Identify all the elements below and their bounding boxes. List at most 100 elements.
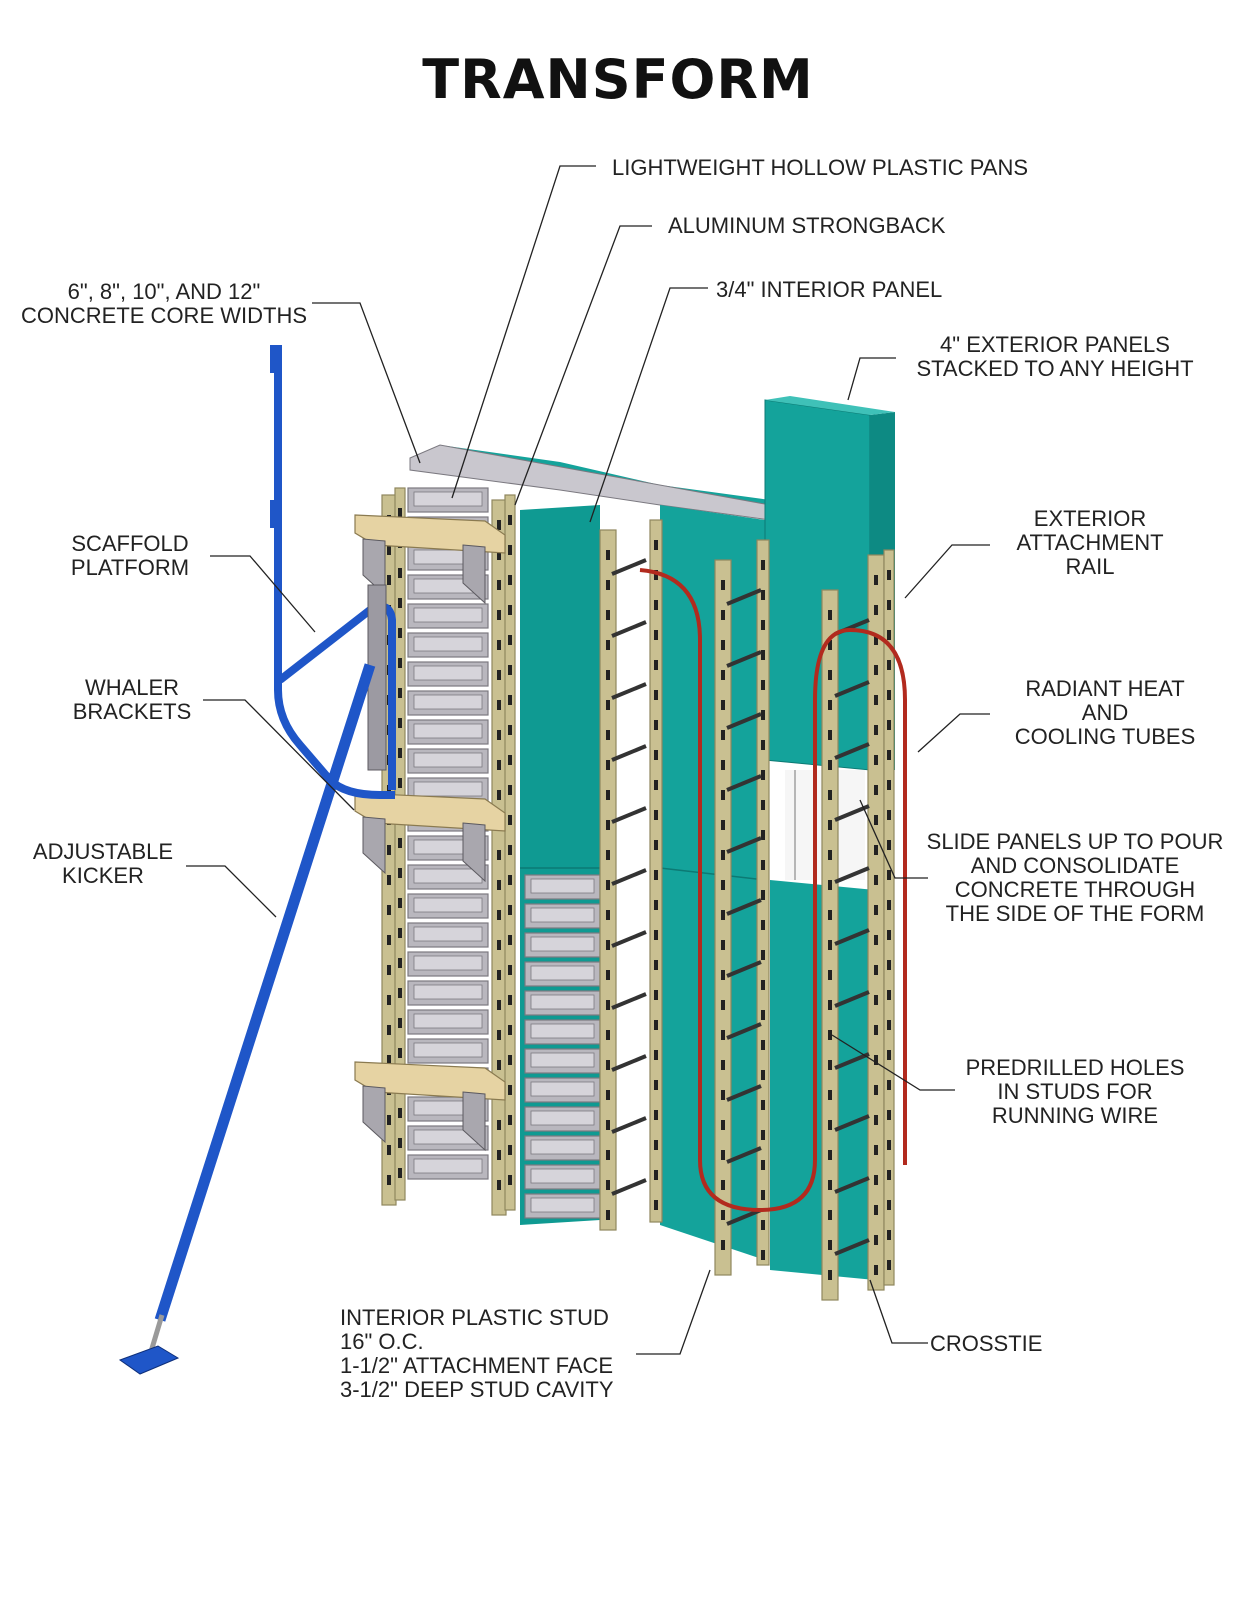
leader-kicker [186, 865, 277, 918]
crosstie [726, 650, 762, 668]
leader-attachment-rail [904, 544, 990, 599]
stud [491, 499, 507, 1216]
pan [407, 487, 489, 513]
exterior-panel-front [764, 399, 871, 771]
scaffold-platform [354, 792, 506, 883]
leader-pans [451, 165, 596, 499]
scaffold-rail [274, 345, 395, 799]
leader-predrilled [831, 1034, 955, 1091]
crosstie [834, 1114, 870, 1132]
exterior-panel-top [765, 396, 895, 415]
crosstie [834, 990, 870, 1008]
crosstie [611, 806, 647, 824]
crosstie [611, 1054, 647, 1072]
stud [756, 539, 770, 1266]
crosstie [611, 992, 647, 1010]
crosstie [834, 1052, 870, 1070]
crosstie [834, 1238, 870, 1256]
pan [407, 1038, 489, 1064]
stud [599, 529, 617, 1231]
crosstie [611, 558, 647, 576]
stud [649, 519, 663, 1223]
pan [407, 1009, 489, 1035]
crosstie [611, 1178, 647, 1196]
leader-strongback [514, 225, 652, 506]
stud [883, 549, 895, 1286]
pan [524, 1048, 601, 1074]
stud [504, 494, 516, 1211]
pan [524, 961, 601, 987]
crosstie [726, 774, 762, 792]
pan [407, 893, 489, 919]
crosstie [726, 898, 762, 916]
label-strongback: ALUMINUM STRONGBACK [668, 213, 946, 238]
leader-exterior-panels [847, 357, 896, 401]
pan [407, 980, 489, 1006]
pan [524, 1077, 601, 1103]
page-title: TRANSFORM [422, 48, 814, 111]
pan [524, 932, 601, 958]
leader-crosstie [869, 1279, 928, 1344]
pan [524, 1106, 601, 1132]
radiant-tube-inner [639, 568, 907, 1213]
pan [524, 903, 601, 929]
crosstie [726, 712, 762, 730]
pan [407, 922, 489, 948]
leader-radiant [917, 713, 990, 753]
top-gray-band [409, 444, 771, 521]
pan [407, 1154, 489, 1180]
pan [524, 990, 601, 1016]
leader-stud [636, 1269, 711, 1355]
crosstie [834, 1176, 870, 1194]
crosstie [726, 1022, 762, 1040]
interior-panel-left [520, 505, 600, 1225]
crosstie [726, 1084, 762, 1102]
pan [407, 719, 489, 745]
kicker-bar [154, 663, 376, 1322]
scaffold-platform [354, 1061, 506, 1152]
crosstie [726, 588, 762, 606]
leader-slide [859, 799, 928, 879]
crosstie [726, 1146, 762, 1164]
pan [524, 1193, 601, 1219]
crosstie [611, 930, 647, 948]
leader-whaler [203, 699, 355, 811]
crosstie [726, 1208, 762, 1226]
crosstie [611, 744, 647, 762]
crosstie [726, 836, 762, 854]
leader-core-widths [312, 302, 421, 464]
crosstie [611, 682, 647, 700]
interior-panel-mid [660, 505, 765, 1260]
label-core-widths: 6", 8", 10", AND 12"CONCRETE CORE WIDTHS [21, 279, 307, 328]
scaffold-platform [354, 514, 506, 605]
kicker-foot [118, 1345, 180, 1375]
stud [867, 554, 885, 1291]
pan [407, 748, 489, 774]
pans-right [524, 874, 601, 1219]
scaffold-rail-clip-mid [270, 500, 280, 528]
pan [524, 1135, 601, 1161]
crosstie [834, 742, 870, 760]
pan [524, 1019, 601, 1045]
crosstie [726, 960, 762, 978]
pan [407, 690, 489, 716]
leader-scaffold [210, 555, 316, 633]
scaffold-rail-clip-top [270, 345, 280, 373]
crosstie [834, 680, 870, 698]
pan [524, 1164, 601, 1190]
stud [821, 589, 839, 1301]
crosstie [834, 928, 870, 946]
pan [407, 632, 489, 658]
label-pans: LIGHTWEIGHT HOLLOW PLASTIC PANS [612, 155, 1029, 180]
